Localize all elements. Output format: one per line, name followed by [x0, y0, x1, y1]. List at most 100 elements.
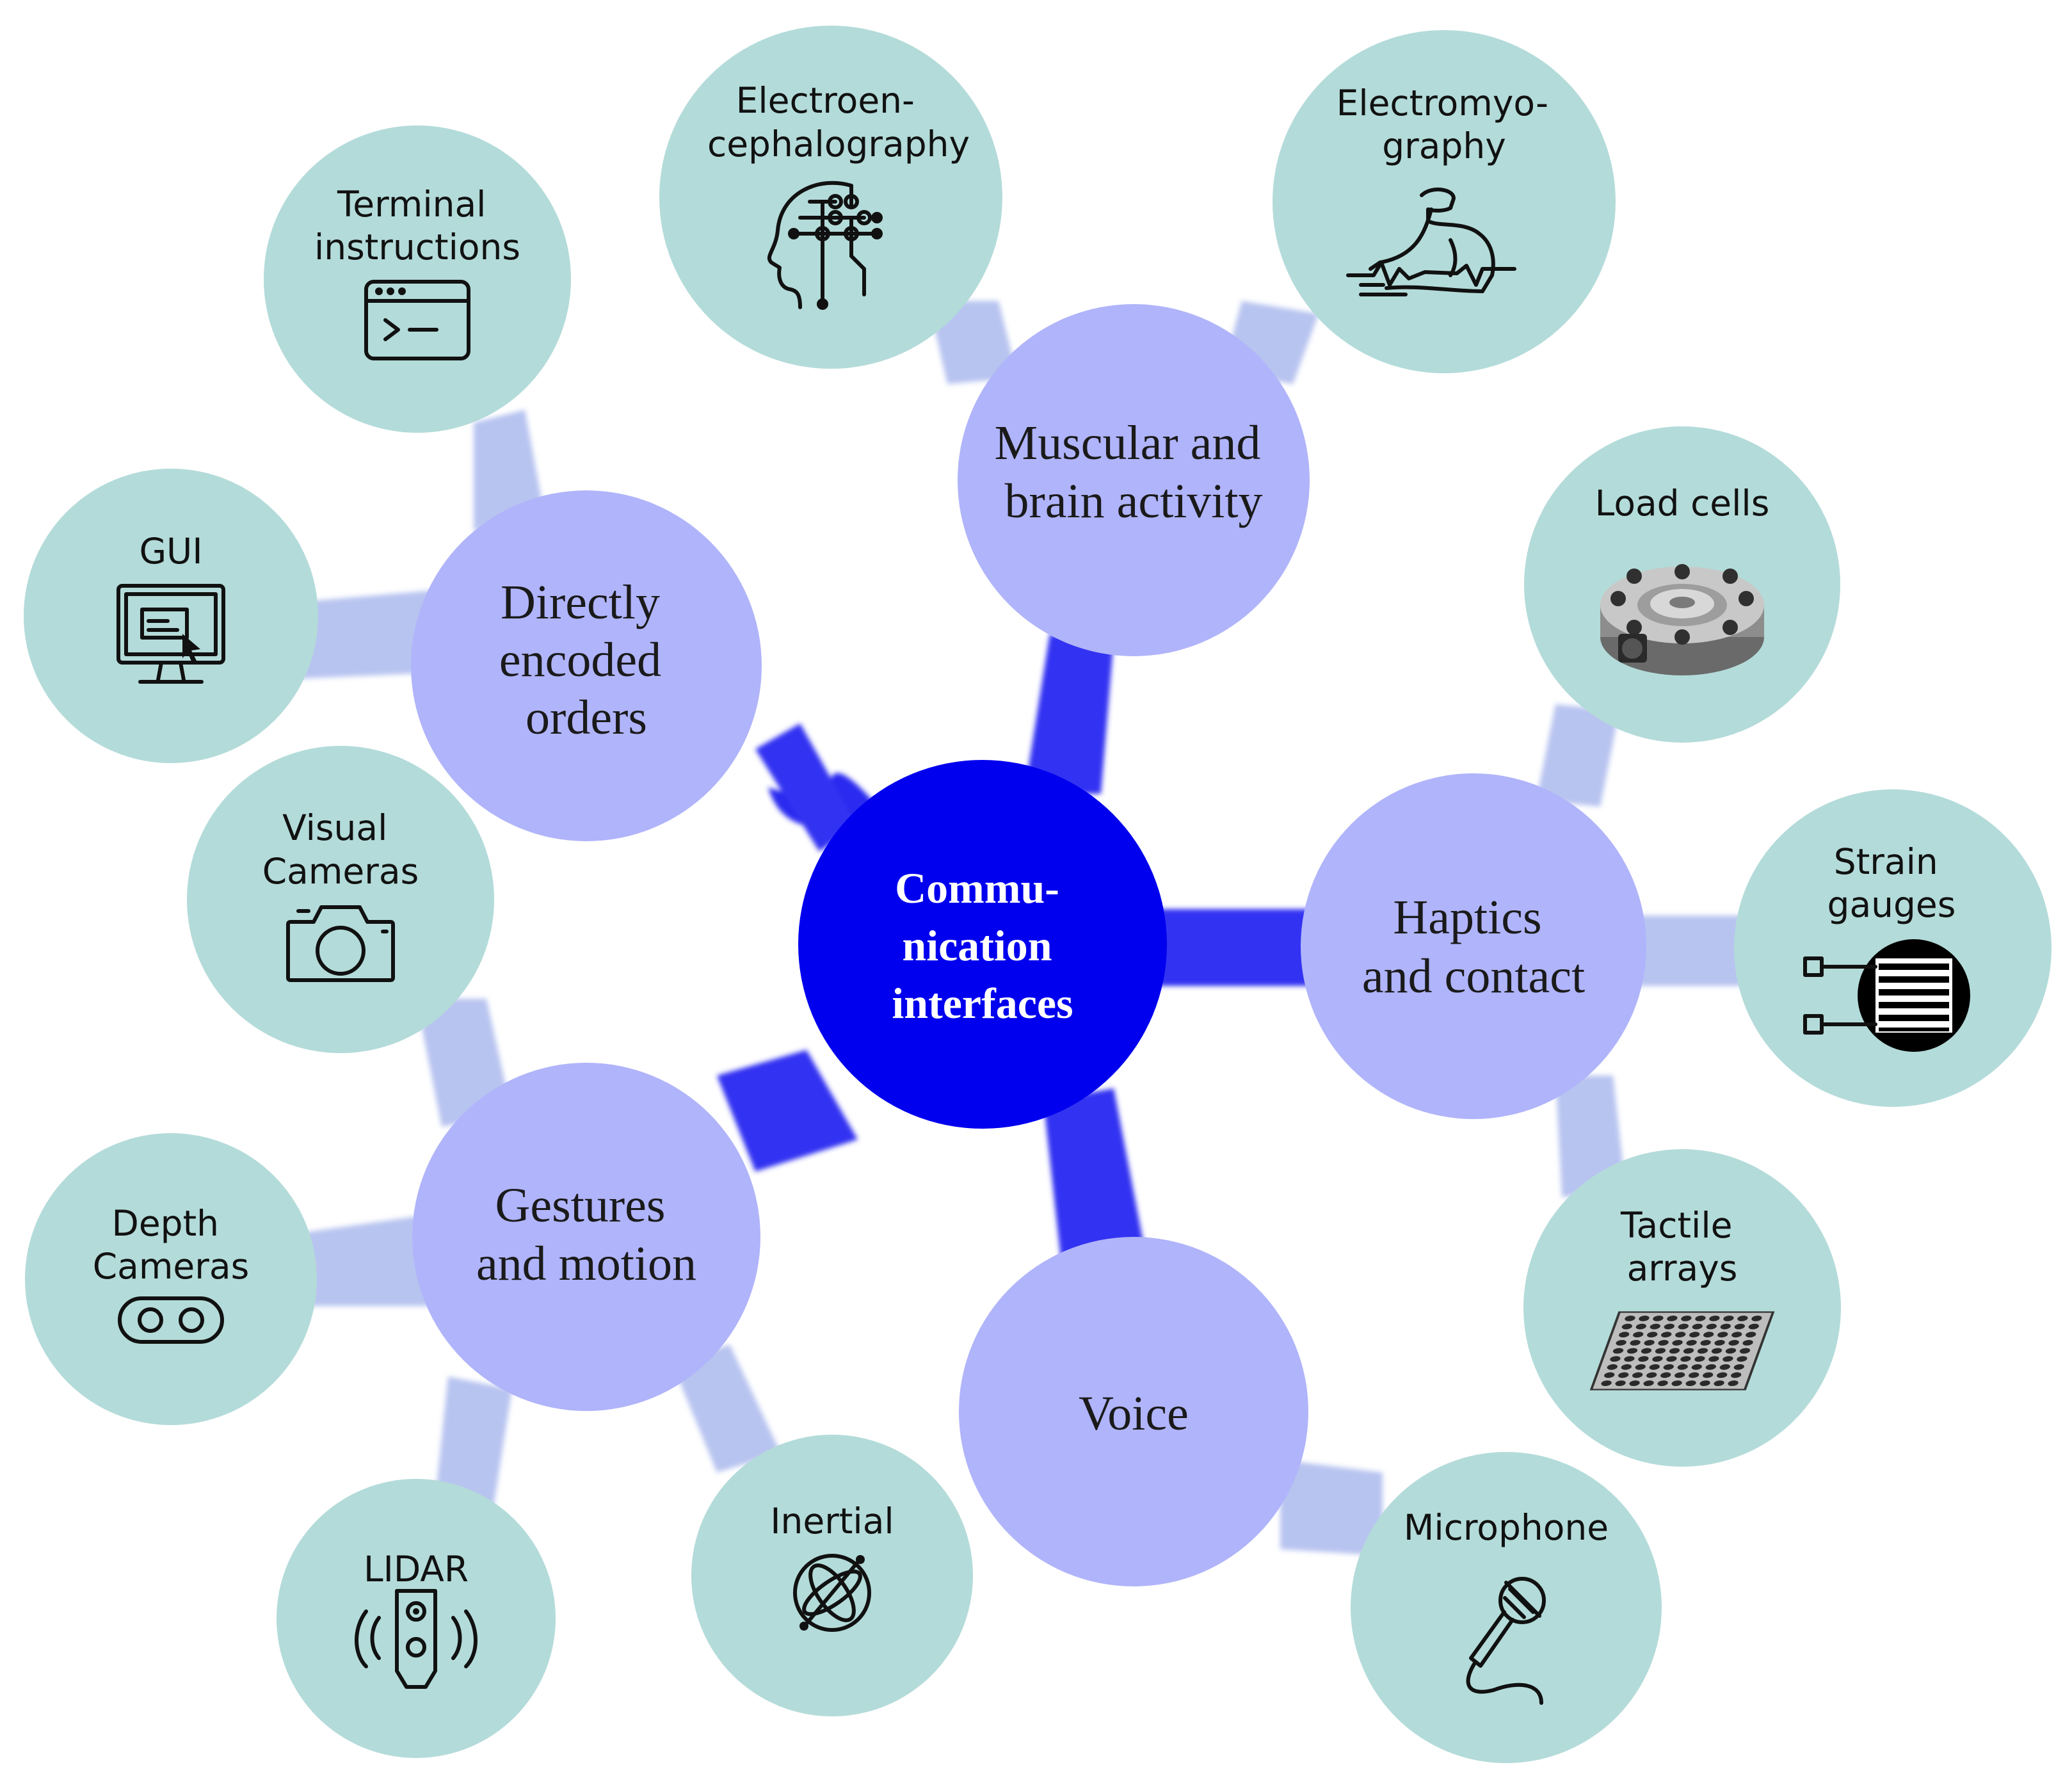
monitor-gui-icon [116, 584, 225, 684]
branch-label-line: Gestures [495, 1179, 666, 1232]
leaf-label-line: Microphone [1404, 1507, 1609, 1548]
center-circle [798, 760, 1167, 1129]
tactile-dot [1719, 1364, 1730, 1370]
branch-label-directly-encoded-orders: Directly encoded orders [499, 576, 673, 745]
connector-haptics-loadcells [1536, 704, 1619, 807]
tactile-dot [1607, 1364, 1618, 1370]
tactile-dot [1695, 1315, 1706, 1321]
leaf-label-line: Cameras [262, 851, 419, 892]
tactile-dot [1706, 1323, 1717, 1330]
tactile-dot [1685, 1380, 1696, 1387]
tactile-dot [1689, 1372, 1699, 1378]
tactile-dot [1689, 1332, 1700, 1338]
tactile-dot [1734, 1323, 1745, 1330]
tactile-dot [1644, 1339, 1655, 1346]
connector-muscular-eeg [928, 301, 1018, 384]
leaf-label-line: Electroen- [736, 80, 915, 121]
branch-circles [411, 304, 1646, 1586]
tactile-dot [1691, 1364, 1702, 1370]
microphone-icon [1466, 1577, 1546, 1705]
connector-haptics-strain [1619, 915, 1754, 986]
leaf-label-line: instructions [314, 227, 520, 268]
tactile-dot [1639, 1315, 1650, 1321]
leaf-label-lidar: LIDAR [364, 1549, 469, 1590]
load-cell-icon [1600, 564, 1764, 675]
tactile-dot [1751, 1315, 1762, 1321]
center-label: Commu- nication interfaces [892, 864, 1073, 1028]
tactile-dot [1683, 1348, 1694, 1354]
tactile-dot [1612, 1348, 1624, 1354]
branch-label-line: and motion [476, 1237, 696, 1291]
leaf-circle-terminal-instructions [264, 125, 571, 433]
tactile-dot [1672, 1339, 1683, 1346]
branch-circle-haptics-and-contact [1301, 773, 1646, 1119]
tactile-dot [1746, 1332, 1756, 1338]
leaf-label-line: Terminal [337, 184, 486, 225]
tactile-dot [1663, 1364, 1674, 1370]
tactile-dot [1657, 1380, 1668, 1387]
branch-label-line: Muscular and [995, 416, 1261, 470]
leaf-label-line: Depth [111, 1203, 219, 1244]
tactile-dot [1748, 1323, 1759, 1330]
connector-center-haptics [1152, 909, 1312, 986]
tactile-dot [1680, 1356, 1691, 1362]
tactile-dot [1709, 1315, 1720, 1321]
tactile-dot [1739, 1348, 1751, 1354]
tactile-dot [1717, 1372, 1728, 1378]
tactile-dot [1703, 1332, 1714, 1338]
tactile-dot [1714, 1380, 1724, 1387]
connector-haptics-tactile [1555, 1076, 1626, 1197]
tactile-array-icon [1589, 1311, 1775, 1391]
tactile-dot [1621, 1323, 1632, 1330]
tactile-dot [1638, 1356, 1649, 1362]
leaf-circle-tactile-arrays [1523, 1149, 1841, 1467]
leaf-label-electromyography: Electromyo- graphy [1337, 83, 1560, 166]
center-label-line-2: nication [902, 921, 1052, 970]
tactile-dot [1647, 1332, 1658, 1338]
tactile-dot [1733, 1364, 1744, 1370]
leaf-label-visual-cameras: Visual Cameras [262, 807, 419, 892]
leaf-circle-inertial [691, 1435, 973, 1716]
tactile-dot [1703, 1372, 1714, 1378]
branch-label-line: brain activity [1004, 474, 1262, 528]
tactile-dot [1728, 1339, 1739, 1346]
tactile-dot [1737, 1356, 1747, 1362]
tactile-dot [1625, 1315, 1635, 1321]
leaf-labels: Terminal instructions GUI Electroen- cep… [93, 80, 1956, 1590]
branch-circle-directly-encoded-orders [411, 490, 762, 841]
leaf-label-electroencephalography: Electroen- cephalography [707, 80, 970, 165]
tactile-dot [1635, 1323, 1646, 1330]
tactile-dot [1686, 1339, 1697, 1346]
tactile-dot [1629, 1380, 1640, 1387]
connector-gestures-lidar [435, 1376, 512, 1511]
tactile-dot [1692, 1323, 1703, 1330]
tactile-dot [1677, 1364, 1688, 1370]
tactile-dot [1717, 1332, 1728, 1338]
tactile-dot [1723, 1315, 1734, 1321]
tactile-dot [1660, 1372, 1671, 1378]
connector-voice-microphone [1280, 1460, 1383, 1556]
tactile-dot [1619, 1332, 1630, 1338]
branch-circle-gestures-and-motion [412, 1063, 760, 1411]
tactile-dot [1731, 1372, 1742, 1378]
tactile-dot [1646, 1372, 1657, 1378]
tactile-dot [1675, 1332, 1686, 1338]
tactile-dot [1661, 1332, 1672, 1338]
tactile-dot [1626, 1348, 1638, 1354]
tactile-dot [1742, 1339, 1753, 1346]
leaf-label-line: arrays [1627, 1248, 1738, 1289]
tactile-dot [1737, 1315, 1748, 1321]
tactile-dot [1615, 1380, 1626, 1387]
leaf-circle-microphone [1351, 1452, 1662, 1763]
tactile-dot [1731, 1332, 1742, 1338]
tactile-dot [1610, 1356, 1621, 1362]
leaf-label-microphone: Microphone [1404, 1507, 1609, 1548]
tactile-dot [1678, 1323, 1689, 1330]
center-label-line-1: Commu- [895, 864, 1059, 912]
leaf-label-line: graphy [1382, 125, 1506, 166]
tactile-dot [1720, 1323, 1731, 1330]
branch-label-muscular-and-brain-activity: Muscular and brain activity [995, 416, 1273, 528]
tactile-dot [1652, 1356, 1663, 1362]
tactile-dot [1714, 1339, 1725, 1346]
